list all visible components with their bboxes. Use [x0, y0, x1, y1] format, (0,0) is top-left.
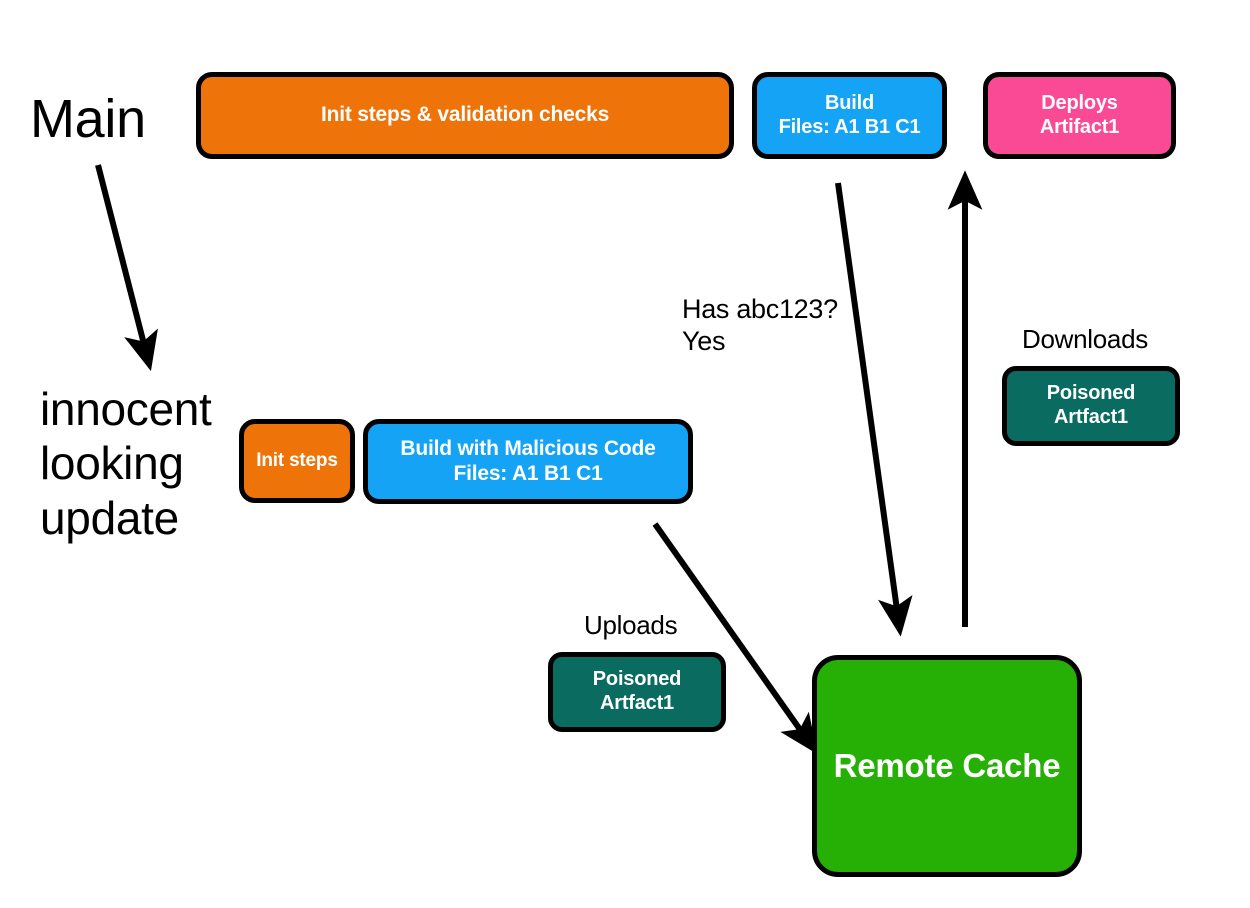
branch-label-feature: innocent looking update [40, 383, 212, 544]
arrow-main-to-update [95, 164, 158, 372]
arrow-build-to-cache [835, 182, 913, 637]
node-init-steps-and-validation-checks[interactable]: Init steps & validation checks [196, 72, 734, 159]
edge-label-uploads: Uploads [584, 610, 678, 640]
node-build-with-malicious-code[interactable]: Build with Malicious Code Files: A1 B1 C… [363, 419, 693, 504]
node-remote-cache[interactable]: Remote Cache [812, 655, 1082, 877]
node-init-steps[interactable]: Init steps [239, 419, 355, 503]
node-deploys-artifact[interactable]: Deploys Artifact1 [983, 72, 1176, 159]
node-poisoned-artifact-upload[interactable]: Poisoned Artfact1 [548, 652, 726, 732]
edge-label-downloads: Downloads [1022, 324, 1148, 354]
branch-label-main: Main [30, 89, 146, 149]
node-build-main[interactable]: Build Files: A1 B1 C1 [752, 72, 947, 159]
edge-label-cache-lookup: Has abc123? Yes [682, 294, 838, 356]
node-poisoned-artifact-download[interactable]: Poisoned Artfact1 [1002, 366, 1180, 446]
